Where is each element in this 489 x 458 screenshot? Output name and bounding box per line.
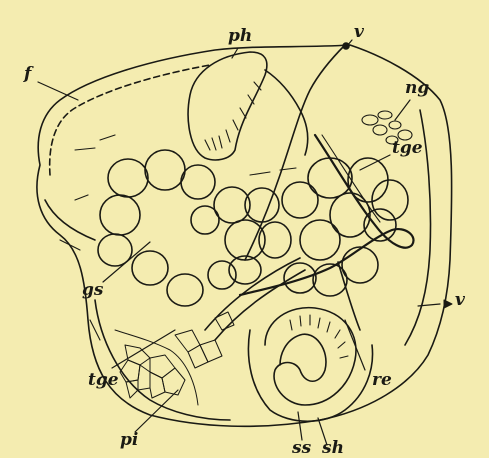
label-tge-left: tge [88,372,119,389]
label-ss: ss [292,440,311,457]
label-gs: gs [82,282,103,299]
oblique-duct-1 [205,258,300,330]
label-v-top: v [354,24,364,41]
gland-cluster-right [282,158,408,296]
label-sh: sh [322,440,344,457]
label-ph: ph [228,28,252,45]
label-f: f [24,66,31,83]
ventral-wall [95,300,230,420]
germinal-tissue-dashes [60,135,296,340]
label-ng: ng [405,80,429,97]
pharynx-hatching [205,82,261,150]
label-v-right: v [455,292,465,309]
label-re: re [372,372,392,389]
label-tge-right: tge [392,140,423,157]
sucker-hatching [290,315,348,358]
pharynx [188,52,267,160]
label-pi: pi [120,432,138,449]
pigment-network [115,312,234,405]
arrow-head-v [444,300,452,308]
mantle-fold-lower [45,200,95,240]
